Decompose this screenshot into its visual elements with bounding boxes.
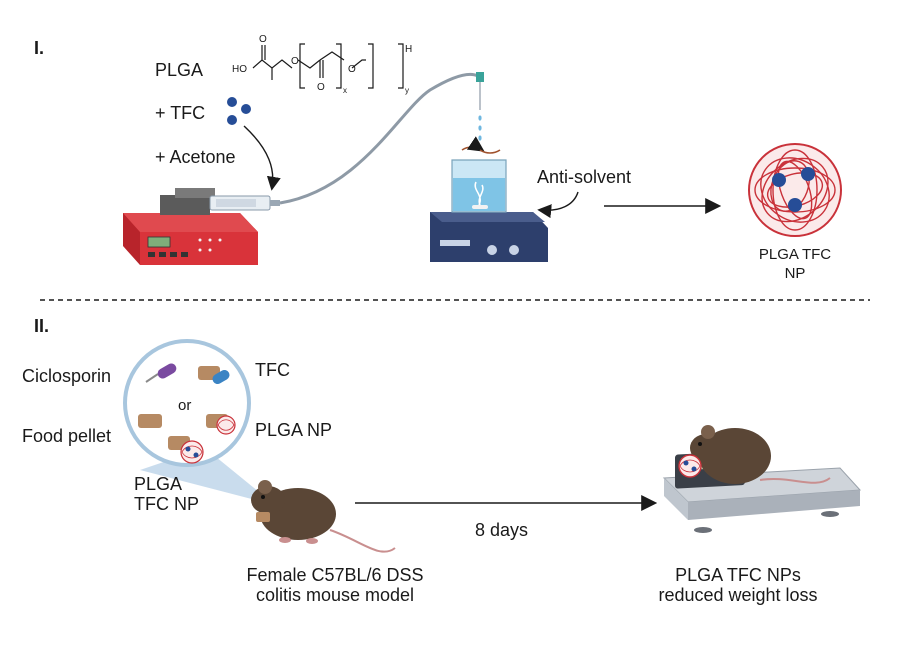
droplets	[478, 115, 482, 141]
plga-label: PLGA	[155, 60, 204, 80]
load-arrow	[243, 125, 281, 191]
model-line2: colitis mouse model	[255, 585, 415, 605]
ciclosporin-label: Ciclosporin	[22, 366, 112, 386]
model-label: Female C57BL/6 DSS colitis mouse model	[210, 565, 460, 605]
food-pellet-icon	[138, 414, 162, 428]
structure-o2: O	[291, 56, 299, 67]
np-label: PLGA TFC NP	[752, 245, 838, 283]
model-line1: Female C57BL/6 DSS	[246, 565, 424, 585]
acetone-label: + Acetone	[155, 147, 236, 167]
duration-label: 8 days	[475, 520, 529, 540]
structure-h: H	[405, 44, 412, 55]
np-label-line2: NP	[784, 265, 806, 282]
result-line2: reduced weight loss	[658, 585, 818, 605]
plga-tfc-np-line1: PLGA	[134, 474, 183, 494]
tfc-option-label: TFC	[255, 360, 290, 380]
result-line1: PLGA TFC NPs	[675, 565, 801, 585]
structure-y: y	[405, 86, 409, 95]
plga-tfc-np-pellet-icon	[168, 436, 204, 464]
structure-x: x	[343, 86, 347, 95]
section-label-2: II.	[34, 316, 50, 336]
structure-o3: O	[317, 82, 325, 93]
np-label-line1: PLGA TFC	[758, 246, 832, 263]
tfc-pellet-icon	[198, 366, 230, 384]
mouse-icon	[251, 480, 396, 553]
structure-o4: O	[348, 64, 356, 75]
structure-ho: HO	[232, 64, 247, 75]
plga-structure	[252, 43, 404, 89]
plga-tfc-np-line2: TFC NP	[134, 494, 199, 514]
syringe-pump	[123, 188, 280, 265]
or-label: or	[178, 397, 192, 414]
antisolvent-label: Anti-solvent	[537, 167, 632, 187]
plga-tfc-np-option-label: PLGA TFC NP	[134, 474, 199, 514]
mouse-on-scale-icon	[678, 425, 831, 484]
needle	[476, 72, 484, 110]
tfc-label: + TFC	[155, 103, 206, 123]
structure-o1: O	[259, 34, 267, 45]
plga-np-pellet-icon	[206, 414, 236, 435]
plga-np-label: PLGA NP	[255, 420, 333, 440]
ciclosporin-icon	[145, 363, 177, 383]
beaker-stirrer	[430, 159, 548, 262]
result-label: PLGA TFC NPs reduced weight loss	[628, 565, 848, 605]
food-pellet-label: Food pellet	[22, 426, 112, 446]
stir-rotation-icon	[461, 136, 501, 154]
tfc-molecules	[227, 97, 251, 125]
antisolvent-pointer	[537, 191, 579, 219]
plga-tfc-np-icon	[748, 143, 842, 237]
tubing	[279, 72, 479, 205]
section-label-1: I.	[34, 38, 45, 58]
